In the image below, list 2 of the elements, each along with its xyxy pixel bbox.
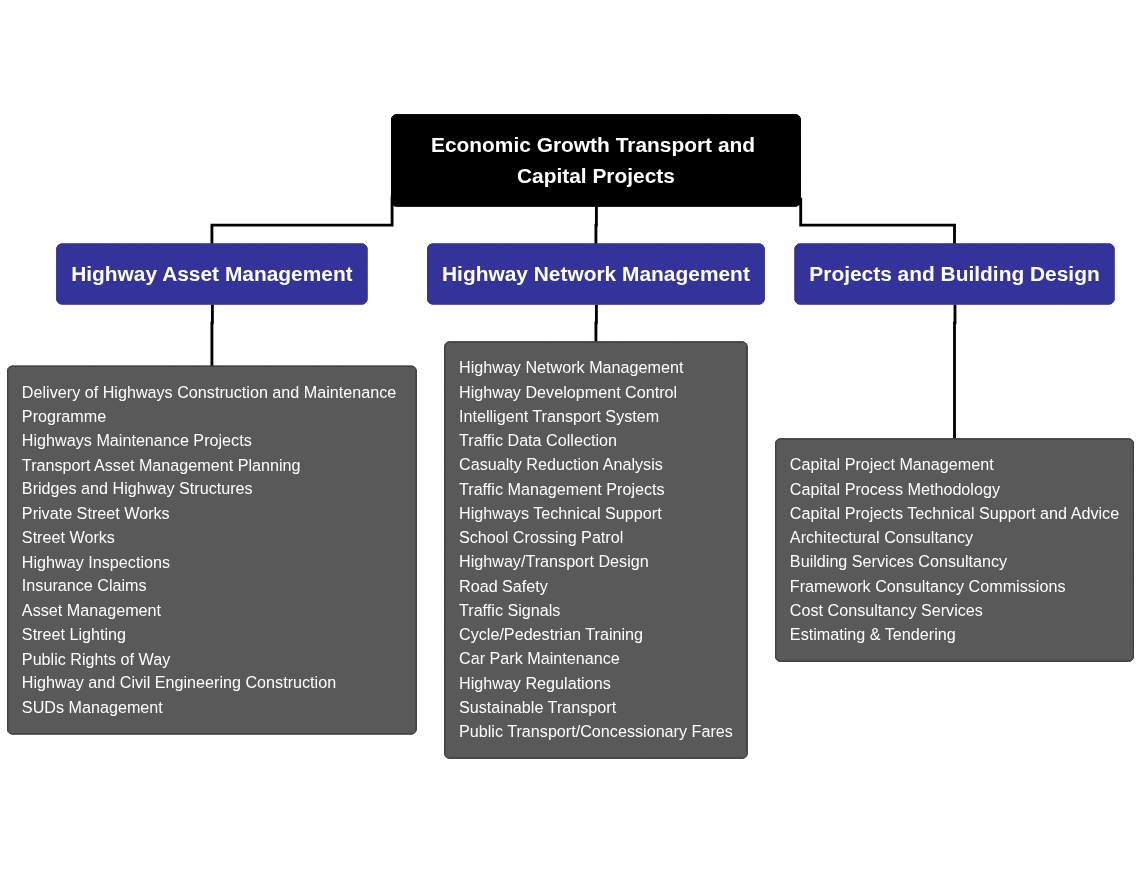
connector — [594, 206, 598, 246]
connector — [799, 197, 957, 246]
